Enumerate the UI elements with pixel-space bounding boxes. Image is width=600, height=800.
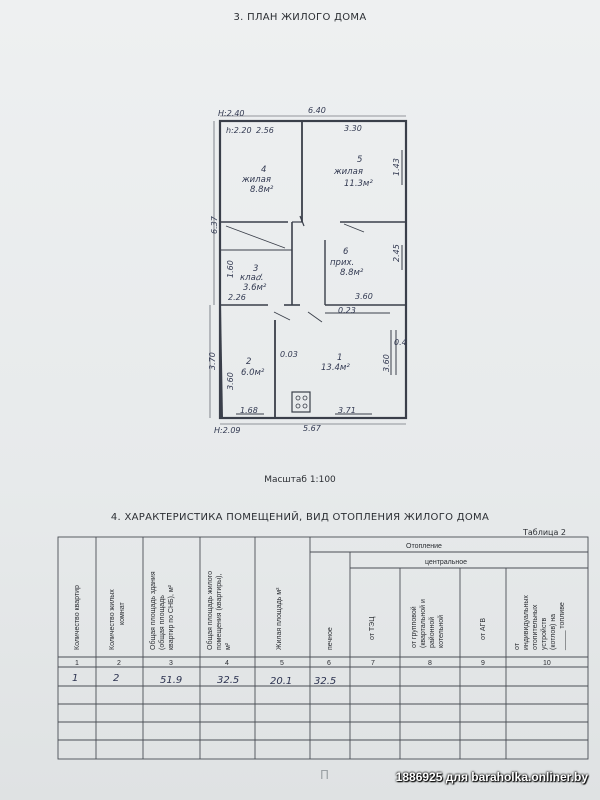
dim-room1-height: 3.60 — [382, 354, 391, 372]
header-individual-6: _____ топливе — [559, 602, 566, 651]
header-individual-5: (котлов) на — [550, 614, 557, 650]
dim-room3-width: 2.26 — [228, 293, 246, 302]
col-number: 6 — [327, 660, 331, 667]
header-living-total-2: помещения (квартиры), — [216, 573, 223, 650]
room-6-name: прих. — [330, 258, 354, 268]
room-5-area: 11.3м² — [344, 179, 373, 189]
room-1-number: 1 — [337, 353, 342, 363]
header-group-boiler-4: котельной — [437, 615, 445, 648]
room-5-name: жилая — [333, 167, 363, 177]
header-living-total-3: м² — [225, 642, 232, 650]
footer-signature: П — [320, 768, 330, 782]
cell-living-area: 20.1 — [270, 676, 292, 687]
room-5-number: 5 — [357, 155, 362, 165]
dim-bottom-width: 5.67 — [303, 424, 322, 433]
dim-corner: 0.4 — [394, 338, 407, 347]
header-living-area: Жилая площадь м² — [276, 587, 283, 650]
header-agv: от АГВ — [480, 618, 487, 640]
header-individual-4: устройств — [540, 617, 548, 650]
watermark: 1886925 для baraholka.onliner.by — [395, 770, 588, 784]
dim-room5-side: 1.43 — [392, 158, 401, 176]
room-2-number: 2 — [246, 357, 251, 367]
col-number: 4 — [225, 660, 229, 667]
dim-bottom-height: H:2.09 — [214, 426, 241, 435]
dim-inner-height: h:2.20 — [226, 126, 252, 135]
header-heating: Отопление — [406, 543, 442, 550]
dim-lower-left: 3.70 — [208, 352, 217, 370]
room-4-name: жилая — [241, 175, 271, 185]
dim-room5-width: 3.30 — [344, 124, 362, 133]
header-individual-2: индивидуальных — [523, 595, 530, 650]
col-number: 1 — [75, 660, 79, 667]
cell-total-area: 51.9 — [160, 675, 182, 686]
col-number: 3 — [169, 660, 173, 667]
room-4-area: 8.8м² — [250, 185, 274, 195]
header-total-area-2: (общая площадь — [158, 595, 166, 650]
header-group-boiler-2: (квартальной и — [419, 599, 427, 648]
header-rooms-count-line1: Количество жилых — [109, 589, 116, 650]
header-total-area-1: Общая площадь здания — [149, 571, 157, 650]
header-group-boiler-3: районной — [428, 617, 436, 648]
dim-room6-width: 3.60 — [355, 292, 373, 301]
dim-top-width: 6.40 — [308, 106, 326, 115]
header-individual-3: отопительных — [532, 604, 539, 650]
header-living-total-1: Общая площадь жилого — [206, 571, 214, 650]
room-2-area: 6.0м² — [241, 368, 265, 378]
col-number: 5 — [280, 660, 284, 667]
col-number: 9 — [481, 660, 485, 667]
col-number: 10 — [543, 660, 551, 667]
section-3-title: 3. ПЛАН ЖИЛОГО ДОМА — [233, 12, 367, 23]
section-4-title: 4. ХАРАКТЕРИСТИКА ПОМЕЩЕНИЙ, ВИД ОТОПЛЕН… — [110, 512, 490, 523]
scale-label: Масштаб 1:100 — [264, 475, 336, 485]
header-individual-1: от — [514, 642, 521, 650]
col-number: 2 — [117, 660, 121, 667]
room-1-area: 13.4м² — [321, 363, 350, 373]
dim-top-height: H:2.40 — [218, 109, 245, 118]
dim-room1-width: 3.71 — [338, 406, 356, 415]
room-6-area: 8.8м² — [340, 268, 364, 278]
plan-outer-wall — [218, 119, 408, 420]
cell-living-total: 32.5 — [217, 675, 239, 686]
room-4-number: 4 — [261, 165, 266, 175]
dim-room3-height: 1.60 — [226, 260, 235, 278]
stove-icon — [291, 391, 311, 413]
room-3-name: кла𝑑. — [240, 273, 263, 283]
cell-rooms: 2 — [113, 673, 119, 684]
table-caption: Таблица 2 — [522, 528, 566, 537]
header-rooms-count-line2: комнат — [119, 602, 126, 625]
col-number: 7 — [371, 660, 375, 667]
header-stove: печное — [327, 627, 334, 650]
header-central: центральное — [425, 559, 467, 566]
header-tec: от ТЭЦ — [369, 616, 376, 640]
dim-door-mark: 0.03 — [280, 350, 298, 359]
dim-room2-height: 3.60 — [226, 372, 235, 390]
header-apartments-count: Количество квартир — [74, 585, 81, 650]
floor-plan: H:2.40 6.40 h:2.20 2.56 3.30 1.43 6.37 1… — [208, 106, 408, 435]
room-6-number: 6 — [343, 247, 349, 257]
header-total-area-3: квартир по СНБ), м² — [168, 584, 175, 650]
col-number: 8 — [428, 660, 432, 667]
cell-stove: 32.5 — [314, 676, 336, 687]
cell-apartments: 1 — [72, 673, 78, 684]
header-group-boiler-1: от групповой — [410, 606, 418, 648]
room-3-number: 3 — [253, 264, 258, 274]
dim-left-height: 6.37 — [210, 215, 219, 234]
dim-room6-side: 2.45 — [392, 244, 401, 262]
room-3-area: 3.6м² — [243, 283, 267, 293]
dim-room4-width: 2.56 — [256, 126, 274, 135]
dim-room2-width: 1.68 — [240, 406, 258, 415]
dim-porch: 0.23 — [338, 306, 356, 315]
